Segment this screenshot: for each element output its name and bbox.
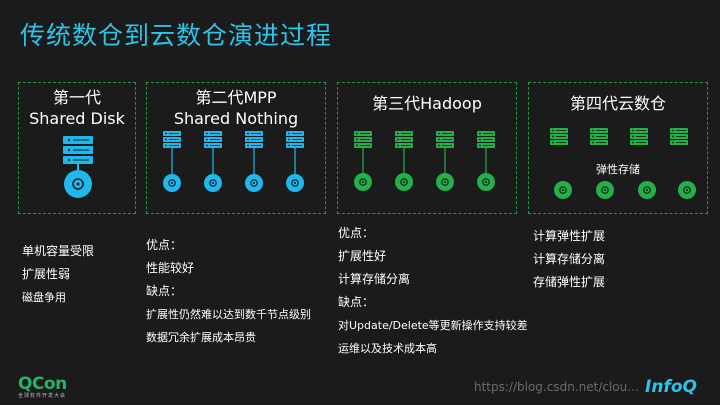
qcon-logo: QCon 全球软件开发大会 <box>18 374 67 399</box>
page-title: 传统数仓到云数仓演进过程 <box>20 21 333 50</box>
panel-gen1-subtitle: Shared Disk <box>29 109 125 128</box>
notes-gen1: 单机容量受限 扩展性弱 磁盘争用 <box>22 240 94 309</box>
disk-icon <box>354 173 372 191</box>
panel-gen4: 第四代云数仓 弹性存储 <box>528 82 708 214</box>
shared-disk-diagram <box>63 136 93 198</box>
qcon-logo-subtext: 全球软件开发大会 <box>18 393 67 399</box>
disk-icon <box>436 173 454 191</box>
server-icon <box>163 131 181 148</box>
elastic-storage-label: 弹性存储 <box>596 163 640 176</box>
disk-icon <box>596 181 614 199</box>
note-item: 运维以及技术成本高 <box>338 342 437 355</box>
server-icon <box>550 128 568 145</box>
note-item: 缺点： <box>146 284 183 298</box>
note-item: 优点： <box>338 226 375 240</box>
panel-gen1: 第一代 Shared Disk <box>18 82 136 214</box>
panel-gen3: 第三代Hadoop <box>337 82 517 214</box>
server-icon <box>670 128 688 145</box>
panel-gen1-title-main: 第一代 <box>52 88 101 107</box>
disk-icon <box>554 181 572 199</box>
server-stack-icon <box>63 136 93 164</box>
panel-gen2-title-main: 第二代MPP <box>195 88 277 107</box>
note-item: 扩展性好 <box>338 249 387 263</box>
note-item: 缺点： <box>338 295 375 309</box>
note-item: 对Update/Delete等更新操作支持较差 <box>338 319 528 332</box>
mpp-nodes-diagram <box>163 131 304 192</box>
watermark: https://blog.csdn.net/clou... <box>474 380 639 394</box>
note-item: 性能较好 <box>146 261 195 275</box>
panel-gen2: 第二代MPP Shared Nothing <box>146 82 326 214</box>
disk-icon <box>245 174 263 192</box>
panel-gen2-title: 第二代MPP Shared Nothing <box>147 87 325 129</box>
server-icon <box>354 131 372 148</box>
note-item: 扩展性弱 <box>22 267 71 281</box>
panel-gen3-title: 第三代Hadoop <box>372 94 482 113</box>
cloud-dw-diagram <box>550 128 696 199</box>
disk-icon <box>477 173 495 191</box>
disk-icon <box>204 174 222 192</box>
qcon-logo-text: QCon <box>18 374 67 394</box>
server-icon <box>436 131 454 148</box>
panel-gen4-title: 第四代云数仓 <box>569 94 666 113</box>
note-item: 计算弹性扩展 <box>533 229 606 243</box>
server-icon <box>630 128 648 145</box>
note-item: 扩展性仍然难以达到数千节点级别 <box>146 308 311 321</box>
note-item: 单机容量受限 <box>22 244 95 258</box>
server-icon <box>395 131 413 148</box>
panel-gen1-title: 第一代 Shared Disk <box>19 87 135 129</box>
server-icon <box>245 131 263 148</box>
disk-icon <box>286 174 304 192</box>
disk-icon <box>678 181 696 199</box>
note-item: 优点： <box>146 238 183 252</box>
note-item: 计算存储分离 <box>533 252 606 266</box>
panel-gen2-subtitle: Shared Nothing <box>173 109 299 128</box>
note-item: 磁盘争用 <box>22 291 66 304</box>
note-item: 数据冗余扩展成本昂贵 <box>146 331 256 344</box>
note-item: 计算存储分离 <box>338 272 411 286</box>
disk-icon <box>64 170 92 198</box>
infoq-logo: InfoQ <box>645 377 697 397</box>
server-icon <box>286 131 304 148</box>
disk-icon <box>163 174 181 192</box>
server-icon <box>204 131 222 148</box>
note-item: 存储弹性扩展 <box>533 275 606 289</box>
server-icon <box>477 131 495 148</box>
notes-gen2: 优点： 性能较好 缺点： 扩展性仍然难以达到数千节点级别 数据冗余扩展成本昂贵 <box>146 234 311 349</box>
notes-gen3: 优点： 扩展性好 计算存储分离 缺点： 对Update/Delete等更新操作支… <box>338 222 528 360</box>
server-icon <box>590 128 608 145</box>
disk-icon <box>395 173 413 191</box>
hadoop-nodes-diagram <box>354 131 495 191</box>
notes-gen4: 计算弹性扩展 计算存储分离 存储弹性扩展 <box>533 225 605 294</box>
disk-icon <box>638 181 656 199</box>
